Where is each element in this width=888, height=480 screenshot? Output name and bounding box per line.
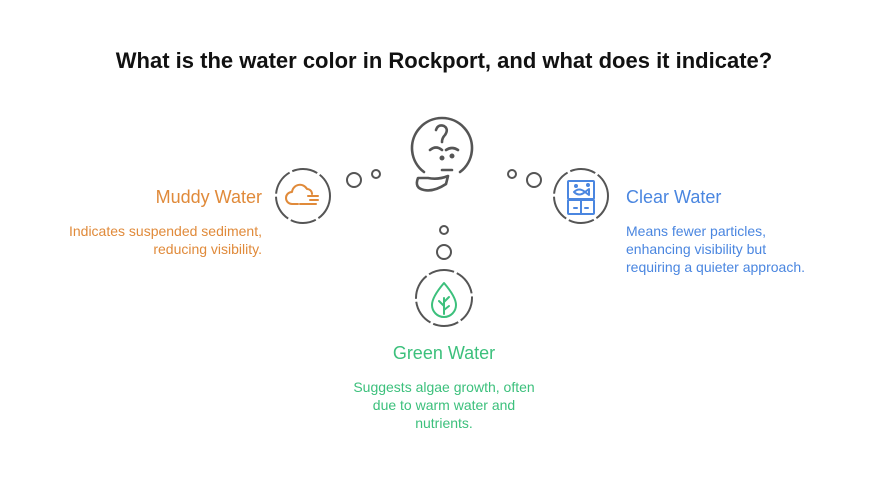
thought-dots [346, 169, 542, 260]
clear-desc-line: Means fewer particles, [626, 223, 767, 239]
clear-water-title: Clear Water [626, 187, 722, 207]
aquarium-fish-icon [567, 180, 595, 215]
page-title: What is the water color in Rockport, and… [115, 48, 773, 73]
thinking-face-icon [410, 116, 474, 192]
green-bubble [415, 269, 473, 327]
green-desc-line: nutrients. [415, 415, 473, 431]
cloud-wind-icon [285, 183, 319, 205]
clear-desc-line: enhancing visibility but [626, 241, 767, 257]
water-drop-plant-icon [431, 282, 457, 318]
clear-water-description: Means fewer particles, enhancing visibil… [626, 222, 805, 276]
muddy-desc-line: Indicates suspended sediment, [68, 223, 262, 239]
green-water-title: Green Water [392, 343, 496, 363]
clear-bubble [553, 168, 609, 224]
green-water-description: Suggests algae growth, often due to warm… [294, 378, 594, 432]
muddy-water-description: Indicates suspended sediment, reducing v… [69, 222, 262, 258]
muddy-bubble [275, 168, 331, 224]
green-desc-line: Suggests algae growth, often [353, 379, 535, 395]
muddy-desc-line: reducing visibility. [153, 241, 262, 257]
green-desc-line: due to warm water and [372, 397, 516, 413]
clear-desc-line: requiring a quieter approach. [626, 259, 806, 275]
muddy-water-title: Muddy Water [155, 187, 262, 207]
